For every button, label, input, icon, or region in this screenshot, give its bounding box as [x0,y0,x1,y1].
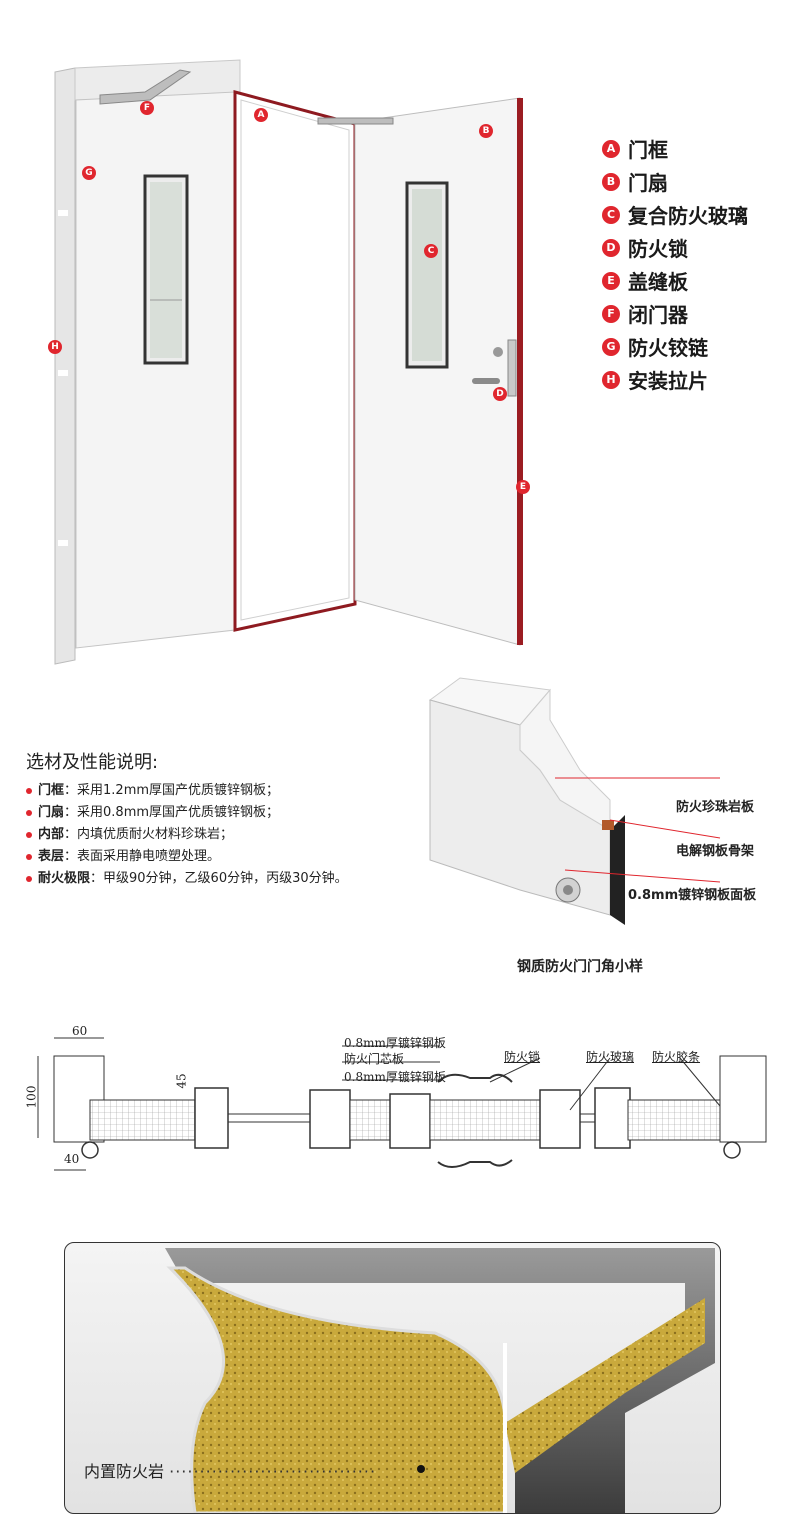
list-item: 内部：内填优质耐火材料珍珠岩； [26,824,348,846]
legend-label: 盖缝板 [628,270,688,294]
marker-b: B [479,124,493,138]
core-label-text: 内置防火岩 [84,1462,165,1481]
legend-label: 防火锁 [628,237,688,261]
dim-bottom: 40 [64,1152,80,1166]
legend-item: G 防火铰链 [602,330,748,363]
material-term: 表层 [38,849,65,864]
legend-item: B 门扇 [602,165,748,198]
legend-label: 门扇 [628,171,668,195]
part-label: 防火玻璃 [586,1050,635,1064]
core-label: 内置防火岩 ·································· [84,1458,376,1482]
door-photo: A B C D E F G H [0,0,790,680]
dim-top: 60 [72,1024,88,1038]
core-section-illustration [165,1248,715,1513]
marker-a: A [254,108,268,122]
dim-thickness: 45 [174,1073,189,1089]
legend-badge: D [602,238,620,257]
list-item: 门框：采用1.2mm厚国产优质镀锌钢板； [26,780,348,802]
list-item: 耐火极限：甲级90分钟，乙级60分钟，丙级30分钟。 [26,868,348,890]
material-term: 门框 [38,783,65,798]
layer-label: 防火门芯板 [344,1052,405,1066]
material-text: ：甲级90分钟，乙级60分钟，丙级30分钟。 [90,871,348,886]
bullet-icon [26,876,32,882]
corner-label: 0.8mm镀锌钢板面板 [628,888,757,903]
layer-label: 0.8mm厚镀锌钢板 [344,1070,446,1084]
part-label: 防火锁 [504,1050,541,1064]
material-term: 内部 [38,827,65,842]
list-item: 表层：表面采用静电喷塑处理。 [26,846,348,868]
legend-badge: H [602,370,620,389]
legend-badge: B [602,172,620,191]
section-drawing [37,1037,767,1171]
corner-label: 防火珍珠岩板 [676,800,755,815]
legend-label: 门框 [628,138,668,162]
material-term: 耐火极限 [38,871,91,886]
list-item: 门扇：采用0.8mm厚国产优质镀锌钢板； [26,802,348,824]
legend-badge: A [602,139,620,158]
legend-badge: C [602,205,620,224]
marker-d: D [493,387,507,401]
marker-c: C [424,244,438,258]
legend-item: E 盖缝板 [602,264,748,297]
legend-item: H 安装拉片 [602,363,748,396]
bullet-icon [26,854,32,860]
materials-list: 门框：采用1.2mm厚国产优质镀锌钢板； 门扇：采用0.8mm厚国产优质镀锌钢板… [26,780,348,890]
legend-label: 闭门器 [628,303,688,327]
bullet-icon [26,832,32,838]
material-term: 门扇 [38,805,65,820]
parts-legend: A 门框 B 门扇 C 复合防火玻璃 D 防火锁 E 盖缝板 F 闭门器 G 防火铰链 H 安装… [602,132,748,396]
marker-f: F [140,101,154,115]
door-corner-sample [428,677,721,925]
material-text: ：采用0.8mm厚国产优质镀锌钢板； [64,805,280,820]
legend-label: 防火铰链 [628,336,708,360]
legend-label: 复合防火玻璃 [628,204,748,228]
dim-left: 100 [24,1085,39,1109]
fire-door-illustration [54,59,523,665]
legend-item: C 复合防火玻璃 [602,198,748,231]
bullet-icon [26,788,32,794]
material-text: ：采用1.2mm厚国产优质镀锌钢板； [64,783,280,798]
marker-h: H [48,340,62,354]
corner-caption: 钢质防火门门角小样 [517,959,643,975]
bullet-icon [26,810,32,816]
materials-title: 选材及性能说明: [26,752,159,773]
part-label: 防火胶条 [652,1050,701,1064]
legend-badge: E [602,271,620,290]
legend-badge: G [602,337,620,356]
legend-item: A 门框 [602,132,748,165]
marker-g: G [82,166,96,180]
marker-e: E [516,480,530,494]
legend-item: D 防火锁 [602,231,748,264]
legend-badge: F [602,304,620,323]
legend-item: F 闭门器 [602,297,748,330]
material-text: ：内填优质耐火材料珍珠岩； [64,827,234,842]
legend-label: 安装拉片 [628,369,708,393]
corner-label: 电解钢板骨架 [676,844,755,859]
material-text: ：表面采用静电喷塑处理。 [64,849,221,864]
core-section-panel [64,1242,721,1514]
layer-label: 0.8mm厚镀锌钢板 [344,1036,446,1050]
leader-dots: ·································· [169,1462,377,1481]
